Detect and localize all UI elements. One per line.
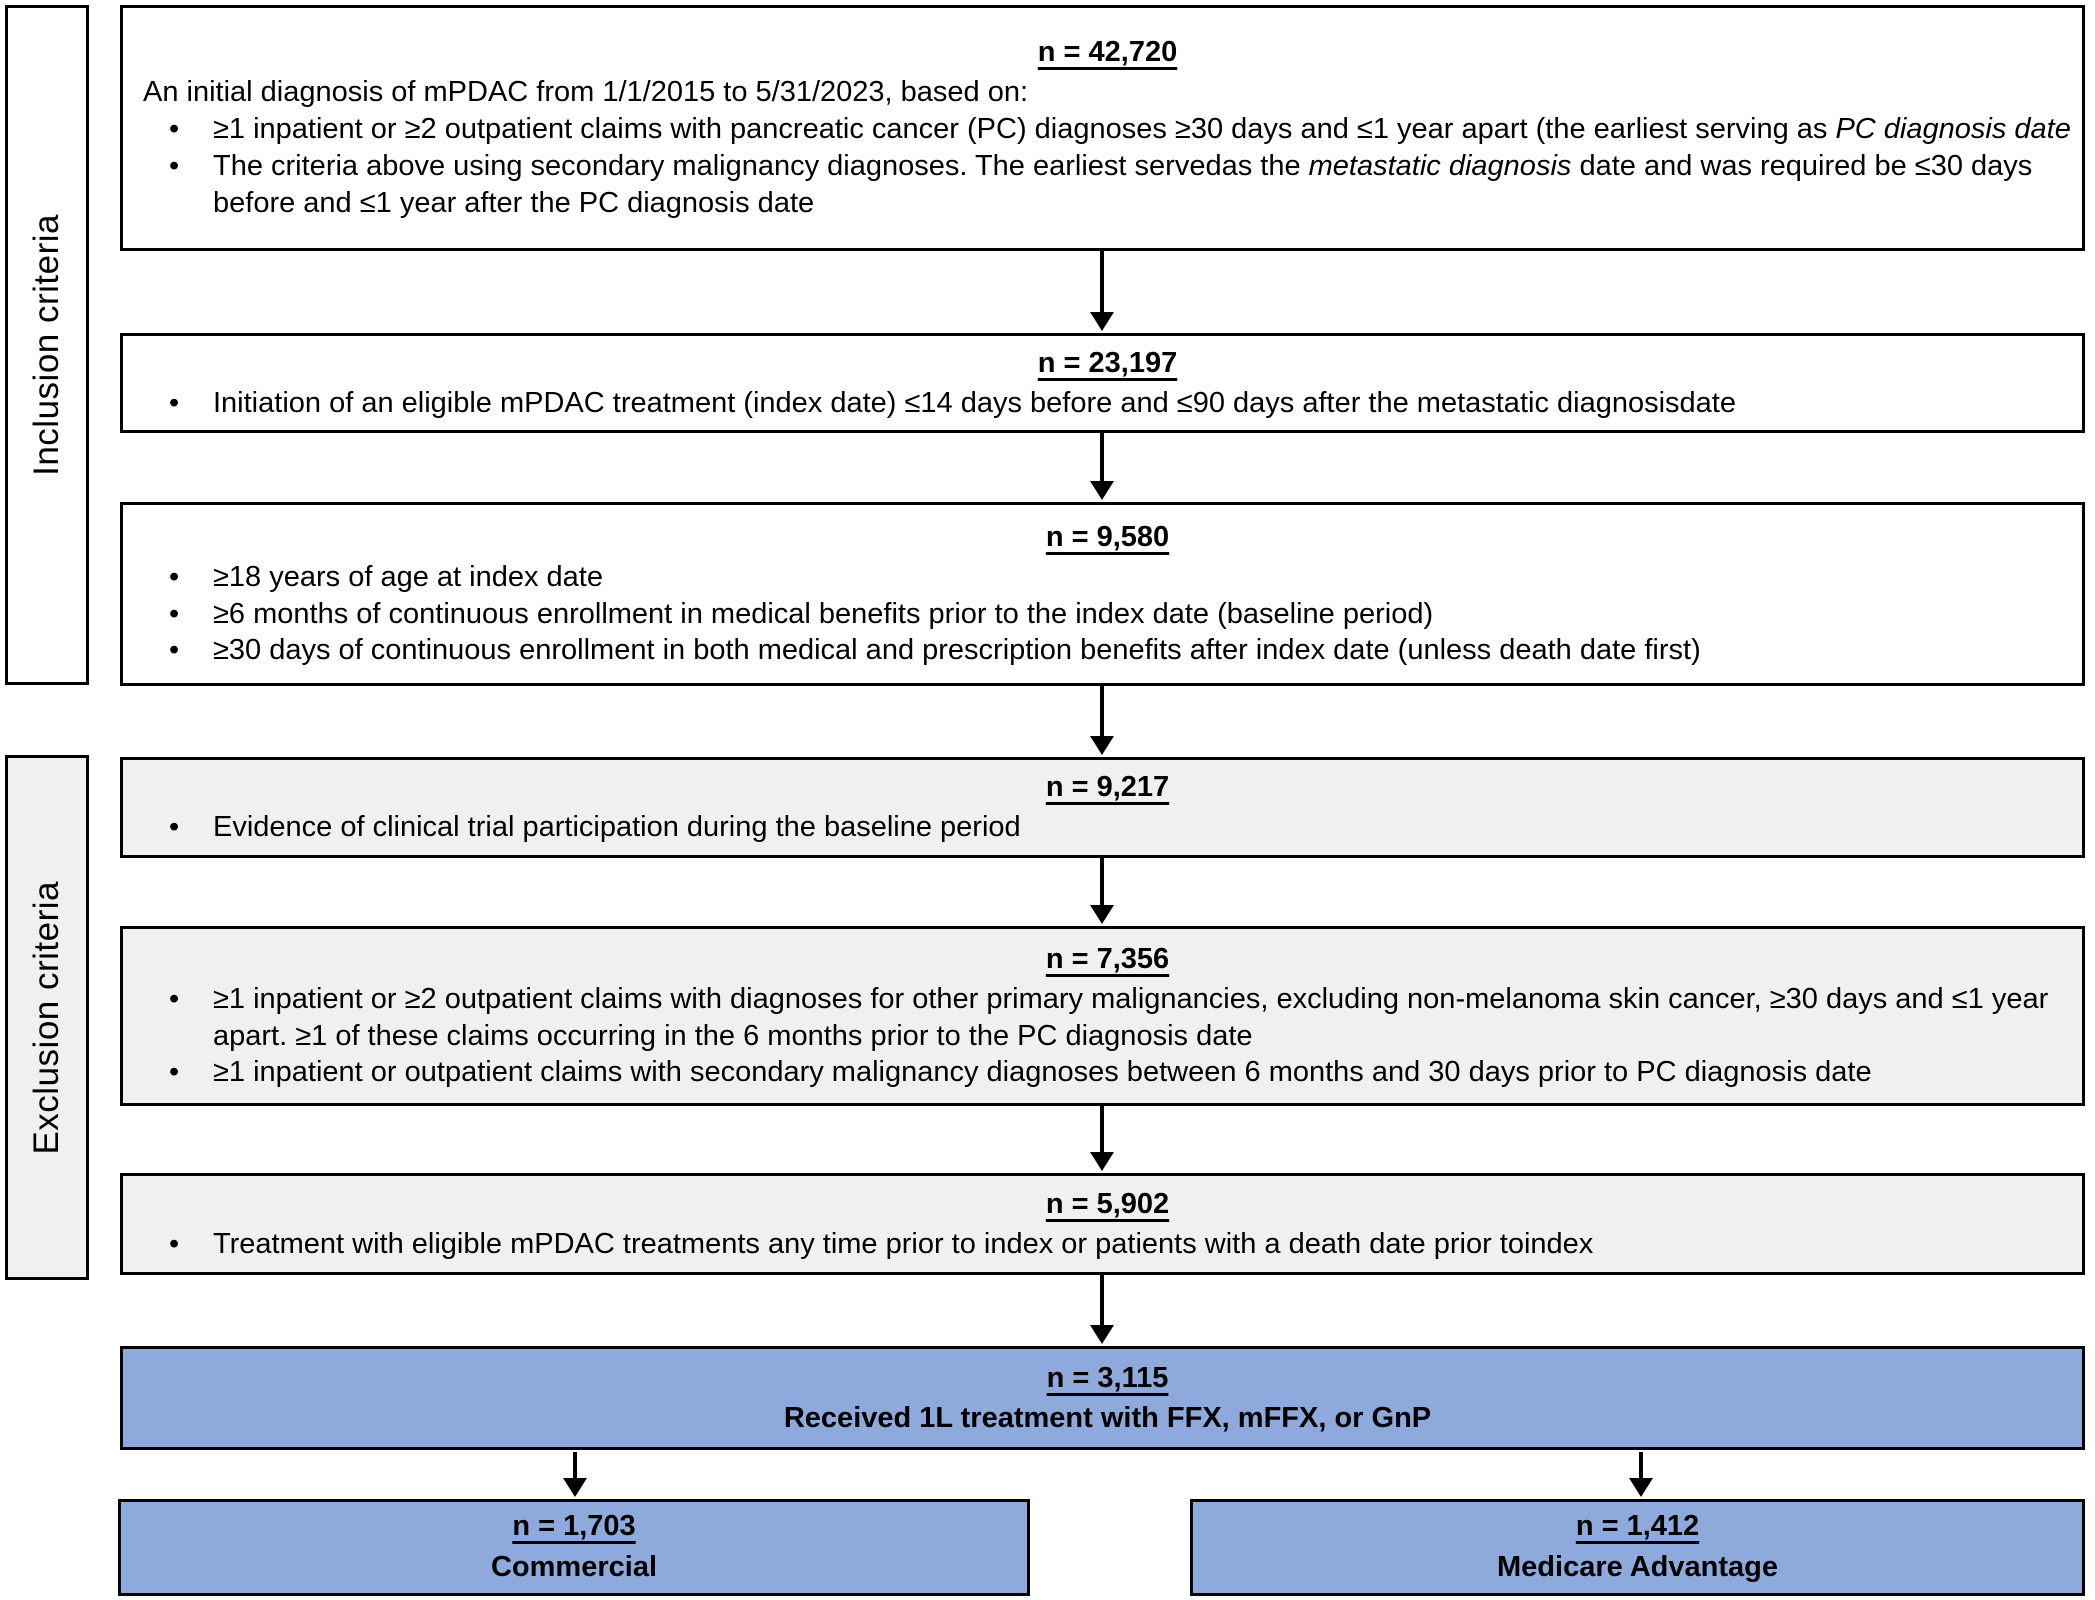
criteria-list: Initiation of an eligible mPDAC treatmen…	[143, 385, 2072, 422]
n-value: n = 9,580	[1045, 520, 1170, 553]
bullet-text: ≥30 days of continuous enrollment in bot…	[213, 634, 1701, 667]
n-value: n = 5,902	[1045, 1187, 1170, 1220]
bullet-text: Treatment with eligible mPDAC treatments…	[213, 1227, 1594, 1260]
n-value: n = 7,356	[1045, 942, 1170, 975]
cohort-label: Medicare Advantage	[1497, 1551, 1778, 1583]
box-intro-text: An initial diagnosis of mPDAC from 1/1/2…	[143, 76, 1029, 109]
criteria-bullet: ≥18 years of age at index date	[143, 559, 2072, 596]
down-arrow-commercial	[573, 1452, 577, 1479]
inclusion-criteria-sidebar: Inclusion criteria	[5, 5, 89, 685]
n-value: n = 42,720	[1037, 36, 1178, 69]
criteria-bullet: ≥6 months of continuous enrollment in me…	[143, 596, 2072, 633]
criteria-bullet: Treatment with eligible mPDAC treatments…	[143, 1226, 2072, 1263]
criteria-bullet: Evidence of clinical trial participation…	[143, 809, 2072, 846]
n-value: n = 1,412	[1575, 1510, 1700, 1543]
n-value: n = 1,703	[512, 1510, 636, 1543]
criteria-list: Treatment with eligible mPDAC treatments…	[143, 1226, 2072, 1263]
bullet-text: Evidence of clinical trial participation…	[213, 811, 1021, 843]
criteria-bullet: ≥1 inpatient or ≥2 outpatient claims wit…	[143, 111, 2072, 148]
bullet-text: ≥18 years of age at index date	[213, 560, 603, 593]
criteria-bullet: ≥1 inpatient or ≥2 outpatient claims wit…	[143, 981, 2072, 1055]
flow-box-other-malignancy-exclusion: n = 7,356 ≥1 inpatient or ≥2 outpatient …	[120, 926, 2085, 1106]
exclusion-criteria-label: Exclusion criteria	[27, 880, 66, 1155]
bullet-text: ≥6 months of continuous enrollment in me…	[213, 597, 1434, 630]
bullet-text: Initiation of an eligible mPDAC treatmen…	[213, 386, 1736, 419]
down-arrow-3	[1100, 686, 1104, 737]
criteria-bullet: The criteria above using secondary malig…	[143, 148, 2072, 222]
flow-box-age-enrollment: n = 9,580 ≥18 years of age at index date…	[120, 502, 2085, 686]
down-arrow-2	[1100, 433, 1104, 482]
cohort-label: Commercial	[490, 1551, 657, 1583]
flow-box-initial-diagnosis: n = 42,720 An initial diagnosis of mPDAC…	[120, 5, 2085, 251]
flow-box-prior-treatment-exclusion: n = 5,902 Treatment with eligible mPDAC …	[120, 1173, 2085, 1275]
bullet-text: ≥1 inpatient or outpatient claims with s…	[213, 1056, 1872, 1089]
flow-box-medicare-advantage: n = 1,412 Medicare Advantage	[1190, 1499, 2085, 1596]
criteria-list: ≥1 inpatient or ≥2 outpatient claims wit…	[143, 981, 2072, 1091]
flow-box-commercial: n = 1,703 Commercial	[118, 1499, 1030, 1596]
bullet-text-italic: PC diagnosis date	[1835, 113, 2071, 146]
down-arrow-6	[1100, 1275, 1104, 1326]
criteria-list: Evidence of clinical trial participation…	[143, 809, 2072, 846]
criteria-list: ≥18 years of age at index date ≥6 months…	[143, 559, 2072, 669]
flow-box-final-cohort: n = 3,115 Received 1L treatment with FFX…	[120, 1346, 2085, 1450]
criteria-bullet: ≥1 inpatient or outpatient claims with s…	[143, 1054, 2072, 1091]
criteria-bullet: Initiation of an eligible mPDAC treatmen…	[143, 385, 2072, 422]
exclusion-criteria-sidebar: Exclusion criteria	[5, 755, 89, 1280]
n-value: n = 9,217	[1045, 771, 1170, 804]
cohort-label: Received 1L treatment with FFX, mFFX, or…	[783, 1401, 1432, 1434]
down-arrow-5	[1100, 1106, 1104, 1153]
bullet-text-italic: metastatic diagnosis	[1308, 149, 1572, 182]
down-arrow-4	[1100, 858, 1104, 906]
down-arrow-medicare	[1639, 1452, 1643, 1479]
n-value: n = 3,115	[1046, 1361, 1169, 1394]
down-arrow-1	[1100, 251, 1104, 313]
bullet-text: The criteria above using secondary malig…	[213, 149, 1309, 182]
inclusion-criteria-label: Inclusion criteria	[27, 214, 66, 476]
n-value: n = 23,197	[1037, 346, 1178, 379]
criteria-list: ≥1 inpatient or ≥2 outpatient claims wit…	[143, 111, 2072, 221]
flow-box-clinical-trial-exclusion: n = 9,217 Evidence of clinical trial par…	[120, 757, 2085, 858]
bullet-text: date and was required be ≤30 days before…	[213, 149, 2033, 219]
bullet-text: ≥1 inpatient or ≥2 outpatient claims wit…	[213, 982, 2049, 1052]
bullet-text: ≥1 inpatient or ≥2 outpatient claims wit…	[213, 113, 1836, 146]
flow-box-treatment-initiation: n = 23,197 Initiation of an eligible mPD…	[120, 333, 2085, 433]
criteria-bullet: ≥30 days of continuous enrollment in bot…	[143, 632, 2072, 669]
